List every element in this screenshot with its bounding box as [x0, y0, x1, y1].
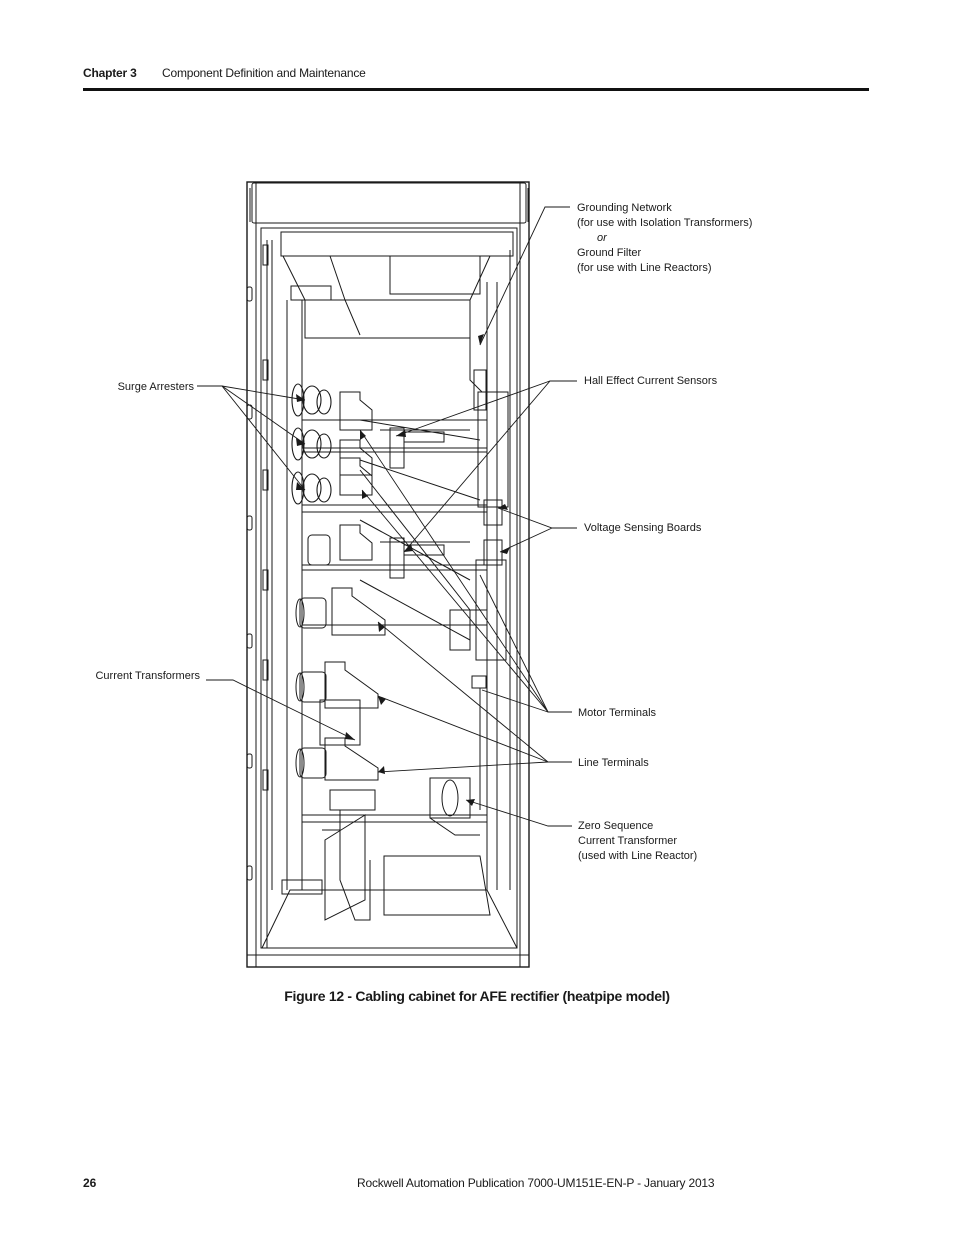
label-grounding-network: Grounding Network — [577, 202, 672, 214]
label-line-terminals: Line Terminals — [578, 757, 649, 769]
chapter-title: Component Definition and Maintenance — [162, 66, 366, 80]
page-header: Chapter 3 Component Definition and Maint… — [83, 66, 869, 92]
label-current-transformers: Current Transformers — [95, 670, 200, 682]
label-motor-terminals: Motor Terminals — [578, 707, 657, 719]
publication-info: Rockwell Automation Publication 7000-UM1… — [357, 1176, 715, 1190]
label-ground-filter-note: (for use with Line Reactors) — [577, 262, 712, 274]
label-zero-sequence-1: Zero Sequence — [578, 820, 653, 832]
figure-caption: Figure 12 - Cabling cabinet for AFE rect… — [284, 988, 670, 1004]
label-zero-sequence-3: (used with Line Reactor) — [578, 850, 697, 862]
page-number: 26 — [83, 1176, 97, 1190]
label-voltage-sensing: Voltage Sensing Boards — [584, 522, 702, 534]
label-ground-filter: Ground Filter — [577, 247, 642, 259]
chapter-label: Chapter 3 — [83, 66, 137, 80]
label-surge-arresters: Surge Arresters — [118, 381, 195, 393]
label-hall-effect: Hall Effect Current Sensors — [584, 375, 718, 387]
label-zero-sequence-2: Current Transformer — [578, 835, 677, 847]
header-rule — [83, 88, 869, 91]
label-grounding-network-note: (for use with Isolation Transformers) — [577, 217, 752, 229]
label-or: or — [597, 232, 608, 244]
